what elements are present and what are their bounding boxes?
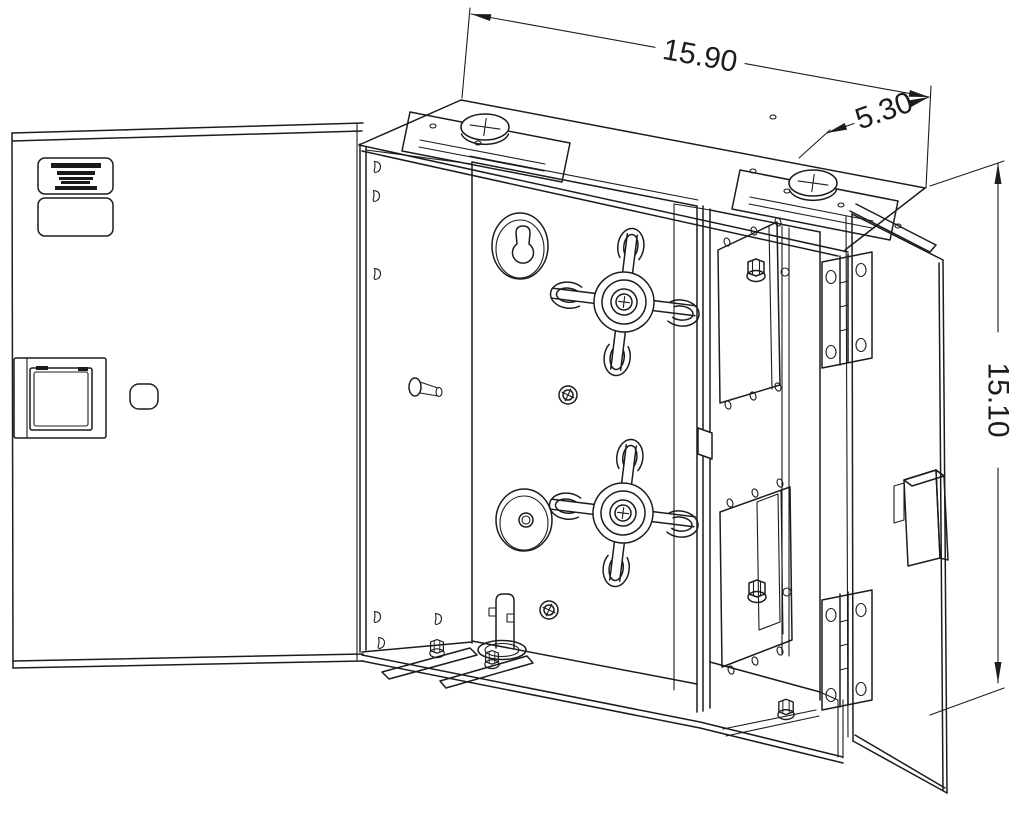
door-finger-hole — [129, 383, 159, 410]
cable-grommet — [495, 488, 553, 552]
back-panel-screw-lower — [539, 600, 559, 620]
top-panel — [358, 99, 926, 257]
cable-spool-lower — [541, 431, 708, 596]
left-door — [11, 122, 364, 669]
door-product-label — [37, 157, 114, 195]
door-latch — [13, 357, 107, 439]
divider-panel — [673, 203, 713, 713]
cable-spool-upper — [542, 220, 709, 385]
floor-grommet — [477, 639, 527, 661]
floor-panel — [361, 593, 844, 764]
plate-upper-nut — [746, 258, 766, 283]
dimension-width: 15.90 — [461, 7, 932, 189]
back-panel-screw-upper — [558, 385, 578, 405]
dimension-width-label: 15.90 — [660, 33, 740, 79]
dimension-height-label: 15.10 — [982, 362, 1015, 437]
plate-lower-screw — [782, 587, 792, 597]
right-door — [837, 202, 949, 794]
right-compartment — [709, 209, 821, 701]
mounting-tab-left — [401, 111, 571, 183]
divider-cutout — [697, 427, 713, 460]
dimension-depth: 5.30 — [798, 86, 930, 159]
keyhole-mount — [491, 212, 549, 280]
hinge-upper — [821, 251, 873, 369]
plate-lower-nut — [747, 579, 767, 604]
door-latch-block — [893, 469, 949, 567]
plate-upper-holes — [722, 216, 783, 411]
mounting-screw-right — [788, 169, 838, 202]
dimension-depth-label: 5.30 — [851, 86, 917, 137]
adapter-plate-upper — [717, 221, 781, 404]
floor-slot-plates — [381, 647, 534, 689]
door-blank-label — [37, 197, 114, 237]
enclosure-body — [358, 99, 949, 794]
plate-lower-holes — [725, 477, 785, 676]
adapter-plate-lower — [719, 486, 793, 668]
left-side-wall — [359, 143, 473, 653]
top-panel-hole — [769, 114, 777, 120]
back-panel — [469, 155, 709, 685]
door-top-flange — [837, 202, 937, 253]
mounting-screw-left — [460, 113, 510, 146]
vent-holes — [372, 160, 443, 650]
dimension-height: 15.10 — [929, 160, 1015, 716]
standoff-peg — [408, 377, 443, 398]
plate-upper-screw — [780, 267, 790, 277]
retainer-clip-stake — [488, 593, 515, 649]
